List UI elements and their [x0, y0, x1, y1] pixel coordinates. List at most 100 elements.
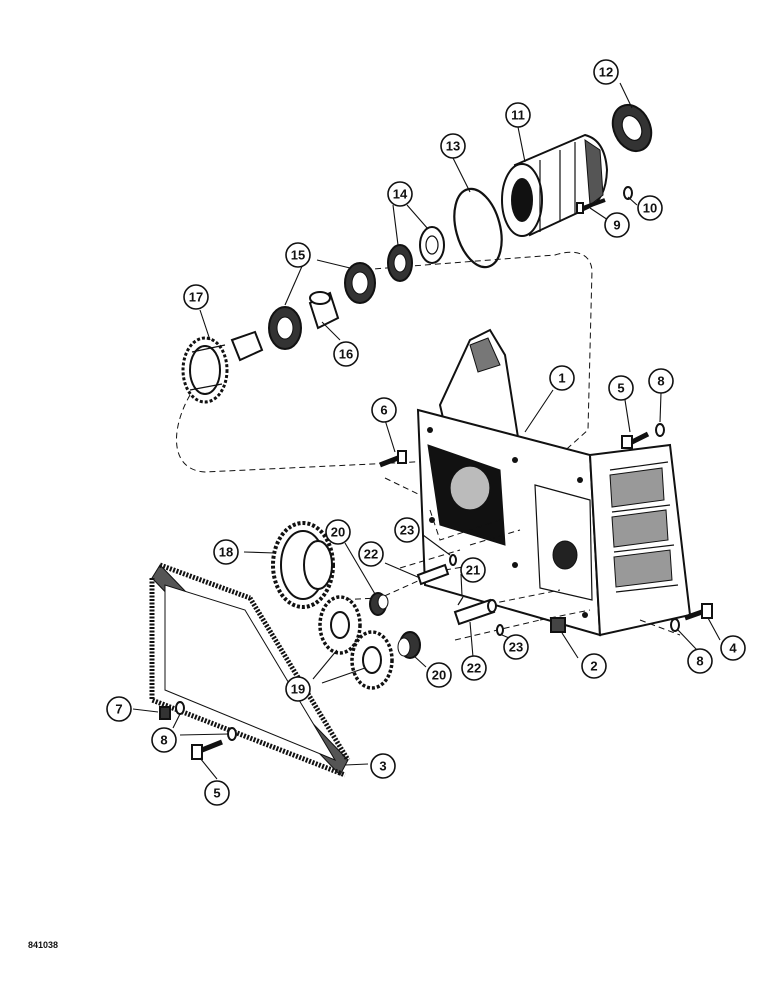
callout-circle [648, 368, 674, 394]
callout-circle [687, 648, 713, 674]
bushing-20-lower [397, 631, 421, 659]
callout-label: 10 [643, 201, 657, 216]
callout-c10: 10 [637, 195, 663, 221]
bolt-6 [379, 450, 407, 468]
plug-2 [550, 617, 566, 633]
callout-label: 8 [696, 654, 703, 669]
callout-label: 4 [729, 641, 737, 656]
bolt-5-upper [621, 431, 650, 449]
nut-7 [159, 706, 171, 720]
callout-label: 7 [115, 702, 122, 717]
callout-label: 21 [466, 563, 480, 578]
shaft-gear-17 [181, 330, 264, 404]
spacer-16 [308, 291, 340, 330]
callout-label: 6 [380, 403, 387, 418]
pin-22-upper [416, 563, 450, 586]
callout-label: 23 [400, 523, 414, 538]
callout-c18: 18 [213, 539, 239, 565]
callout-circle [440, 133, 466, 159]
callout-circle [358, 541, 384, 567]
callout-c8c: 8 [151, 727, 177, 753]
bearing-14-outer [419, 226, 445, 264]
bearing-15-right [344, 262, 376, 304]
callout-c15: 15 [285, 242, 311, 268]
callout-label: 11 [511, 108, 525, 123]
callout-label: 8 [657, 374, 664, 389]
o-ring-23-lower [496, 624, 504, 636]
roll-pin-21 [457, 596, 464, 606]
callout-circle [387, 181, 413, 207]
callout-circle [333, 341, 359, 367]
callout-circle [426, 662, 452, 688]
callout-circle [285, 242, 311, 268]
callout-c1: 1 [549, 365, 575, 391]
leader-lines [132, 82, 721, 780]
bolt-5-lower [191, 739, 223, 760]
callout-c20b: 20 [426, 662, 452, 688]
callout-c19: 19 [285, 676, 311, 702]
gear-housing-1 [416, 328, 692, 637]
callout-label: 2 [590, 659, 597, 674]
callout-c6: 6 [371, 397, 397, 423]
callout-label: 14 [393, 187, 408, 202]
callout-c23a: 23 [394, 517, 420, 543]
bushing-20-upper [369, 592, 389, 616]
callout-c9: 9 [604, 212, 630, 238]
callout-label: 5 [213, 786, 220, 801]
seal-ring-12 [611, 103, 653, 153]
callout-label: 23 [509, 640, 523, 655]
callout-c11: 11 [505, 102, 531, 128]
callout-label: 15 [291, 248, 305, 263]
callout-c12: 12 [593, 59, 619, 85]
callout-circle [183, 284, 209, 310]
callout-circle [720, 635, 746, 661]
callout-circle [151, 727, 177, 753]
callout-circle [325, 519, 351, 545]
large-gear-18 [271, 521, 335, 609]
callout-label: 20 [331, 525, 345, 540]
callout-c5b: 5 [204, 780, 230, 806]
callout-c8a: 8 [648, 368, 674, 394]
callout-label: 16 [339, 347, 353, 362]
callout-c4: 4 [720, 635, 746, 661]
pin-22-lower [453, 598, 497, 626]
washer-8-upper [655, 423, 665, 437]
callout-circle [503, 634, 529, 660]
callout-c17: 17 [183, 284, 209, 310]
callout-c21: 21 [460, 557, 486, 583]
callout-circle [460, 557, 486, 583]
callout-circle [593, 59, 619, 85]
idler-gear-19-lower [350, 630, 394, 690]
callout-circle [106, 696, 132, 722]
callout-c13: 13 [440, 133, 466, 159]
callout-label: 12 [599, 65, 613, 80]
bolt-9 [576, 198, 606, 214]
callout-label: 17 [189, 290, 203, 305]
bearing-15-left [268, 306, 302, 350]
callout-label: 20 [432, 668, 446, 683]
washer-8-lower [227, 727, 237, 741]
callout-label: 8 [160, 733, 167, 748]
callout-circle [637, 195, 663, 221]
callout-circle [549, 365, 575, 391]
callout-c5a: 5 [608, 375, 634, 401]
callout-label: 1 [558, 371, 565, 386]
washer-10 [623, 186, 633, 200]
washer-8-left [175, 701, 185, 715]
bolt-4 [684, 603, 713, 621]
figure-id: 841038 [28, 940, 58, 950]
callout-circle [371, 397, 397, 423]
callout-circle [505, 102, 531, 128]
callout-c23b: 23 [503, 634, 529, 660]
o-ring-13 [453, 187, 503, 269]
callout-circle [285, 676, 311, 702]
callout-label: 5 [617, 381, 624, 396]
callout-label: 18 [219, 545, 233, 560]
callout-c22b: 22 [461, 655, 487, 681]
callout-c14: 14 [387, 181, 413, 207]
o-ring-23-upper [449, 554, 457, 566]
callout-circle [370, 753, 396, 779]
callout-label: 19 [291, 682, 305, 697]
